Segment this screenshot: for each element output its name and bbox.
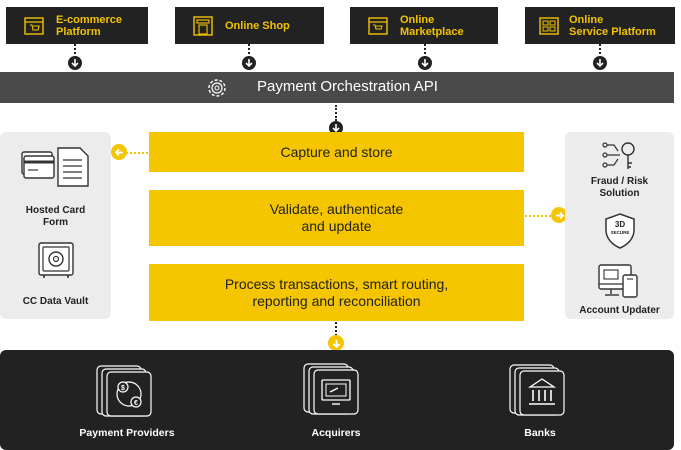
- arrow-down-icon: [593, 56, 607, 70]
- banks-label: Banks: [524, 427, 556, 439]
- step-label-line1: Validate, authenticate: [269, 201, 404, 217]
- connector: [424, 44, 426, 58]
- left-panel: [0, 132, 111, 319]
- online-marketplace-icon: [368, 16, 388, 35]
- label-line2: Form: [43, 217, 68, 228]
- connector: [126, 152, 148, 154]
- ecommerce-platform-icon: [24, 16, 44, 35]
- fraud-risk-key-icon: [602, 142, 635, 169]
- step-label: Capture and store: [280, 143, 393, 160]
- acquirers-icon: [303, 363, 359, 415]
- connector: [335, 322, 337, 336]
- connector: [74, 44, 76, 58]
- step-label-line1: Process transactions, smart routing,: [224, 275, 449, 292]
- banks-icon: [509, 364, 565, 416]
- svg-text:€: €: [134, 400, 138, 407]
- source-label-line1: Online: [569, 13, 604, 26]
- gear-icon: [208, 79, 226, 97]
- badge-line1: 3D: [614, 220, 626, 229]
- source-label-line1: Online: [400, 13, 435, 26]
- fraud-risk-label: Fraud / Risk Solution: [565, 176, 674, 200]
- cc-data-vault-label: CC Data Vault: [22, 296, 89, 307]
- source-label-line2: Marketplace: [400, 25, 464, 38]
- label-line1: Fraud / Risk: [590, 176, 649, 187]
- badge-line2: SECURE: [610, 230, 630, 235]
- api-label: Payment Orchestration API: [257, 78, 438, 95]
- connector: [248, 44, 250, 58]
- account-updater-label: Account Updater: [579, 305, 660, 316]
- 3d-secure-shield-icon: [605, 213, 635, 249]
- safe-vault-icon: [38, 242, 74, 278]
- payment-providers-label: Payment Providers: [79, 427, 175, 439]
- svg-text:$: $: [121, 385, 125, 392]
- acquirers-label: Acquirers: [311, 427, 361, 439]
- source-online-shop: Online Shop: [175, 7, 324, 44]
- step-process-transactions: Process transactions, smart routing,repo…: [149, 264, 524, 321]
- source-label-line2: Platform: [56, 25, 101, 38]
- arrow-left-icon: [111, 144, 127, 160]
- online-shop-icon: [193, 15, 213, 36]
- arrow-down-icon: [328, 335, 344, 351]
- online-service-platform-icon: [539, 16, 559, 35]
- hosted-card-form-label: Hosted Card Form: [0, 205, 111, 229]
- hosted-card-form-icon: [21, 147, 89, 187]
- arrow-down-icon: [68, 56, 82, 70]
- arrow-down-icon: [418, 56, 432, 70]
- connector: [525, 215, 551, 217]
- step-label-line2: and update: [301, 218, 372, 234]
- source-label: Online Shop: [225, 19, 290, 32]
- source-label-line2: Service Platform: [569, 25, 656, 38]
- connector: [335, 105, 337, 121]
- arrow-down-icon: [329, 121, 343, 135]
- account-updater-icon: [598, 264, 638, 298]
- step-capture-and-store: Capture and store: [149, 132, 524, 172]
- payment-providers-icon: $ €: [96, 365, 152, 417]
- payment-orchestration-api-bar: Payment Orchestration API: [0, 72, 674, 103]
- label-line2: Solution: [599, 188, 640, 199]
- arrow-right-icon: [551, 207, 567, 223]
- source-label-line1: E-commerce: [56, 13, 123, 26]
- 3d-secure-badge-text: 3D SECURE: [603, 221, 637, 237]
- label-line1: Hosted Card: [25, 205, 86, 216]
- connector: [599, 44, 601, 58]
- arrow-down-icon: [242, 56, 256, 70]
- step-label-line2: reporting and reconciliation: [252, 292, 421, 309]
